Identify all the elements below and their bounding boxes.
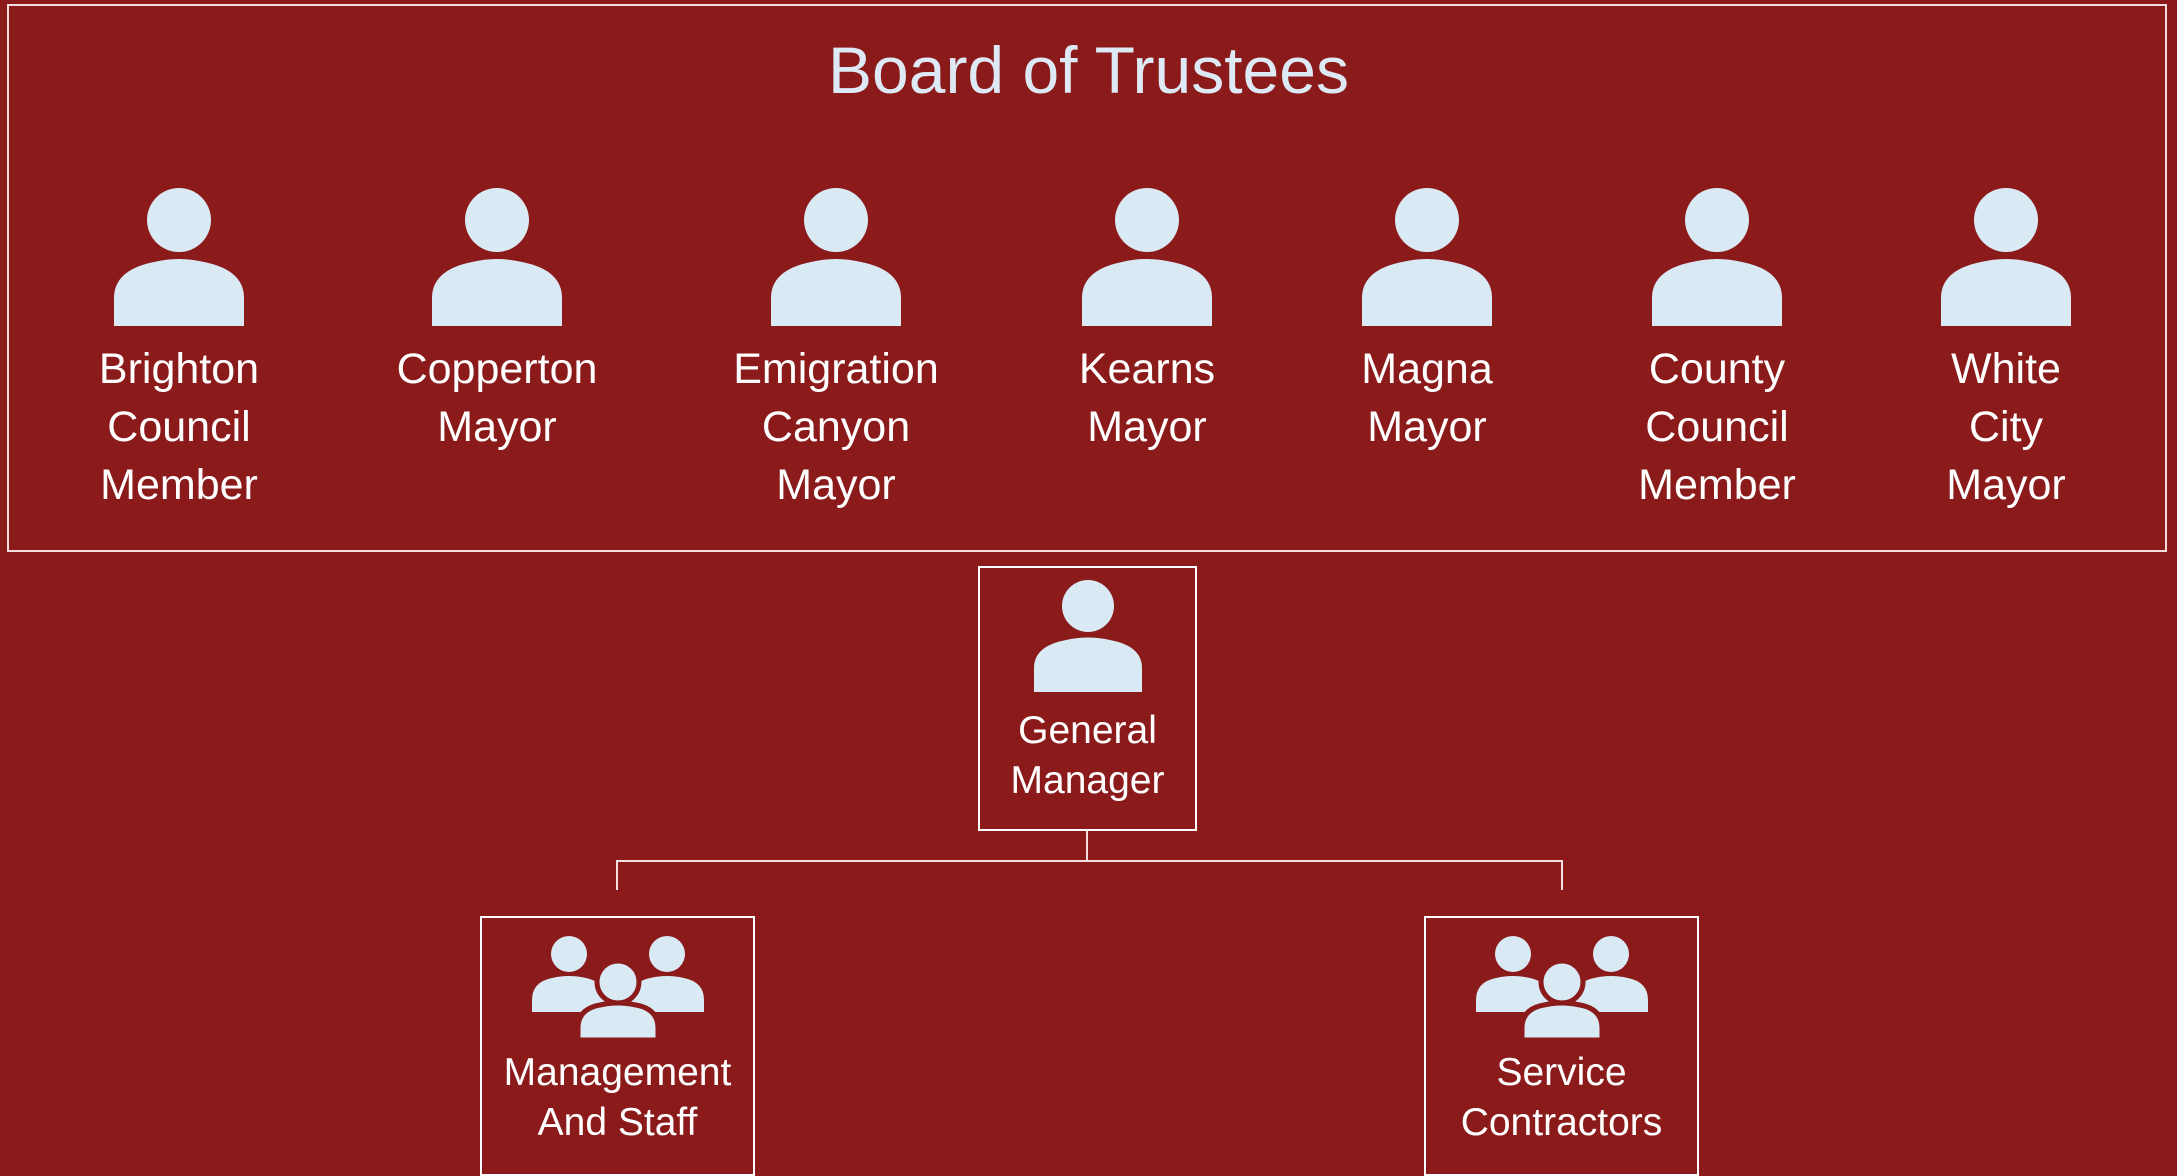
trustee-kearns-mayor: Kearns Mayor (1027, 188, 1267, 456)
trustee-white-city-mayor: White City Mayor (1886, 188, 2126, 514)
connector-horizontal (616, 860, 1563, 862)
trustee-county-council-member: County Council Member (1597, 188, 1837, 514)
management-and-staff-box: Management And Staff (480, 916, 755, 1176)
person-icon (1082, 188, 1212, 326)
service-contractors-label: Service Contractors (1460, 1051, 1663, 1144)
group-icon (531, 936, 704, 1040)
management-and-staff-label: Management And Staff (503, 1051, 732, 1144)
trustee-label: White City Mayor (1946, 345, 2066, 509)
person-icon (1652, 188, 1782, 326)
trustee-copperton-mayor: Copperton Mayor (377, 188, 617, 456)
service-contractors-box: Service Contractors (1424, 916, 1699, 1176)
connector-vertical-gm (1086, 831, 1088, 861)
trustee-emigration-canyon-mayor: Emigration Canyon Mayor (716, 188, 956, 514)
trustee-label: Magna Mayor (1361, 345, 1493, 451)
trustee-label: County Council Member (1638, 345, 1796, 509)
connector-vertical-contractors (1561, 860, 1563, 890)
trustee-magna-mayor: Magna Mayor (1307, 188, 1547, 456)
person-icon (432, 188, 562, 326)
person-icon (1941, 188, 2071, 326)
general-manager-label: General Manager (1010, 709, 1165, 802)
trustee-label: Kearns Mayor (1078, 345, 1216, 451)
person-icon (771, 188, 901, 326)
trustee-brighton-council-member: Brighton Council Member (59, 188, 299, 514)
general-manager-box: General Manager (978, 566, 1197, 831)
person-icon (114, 188, 244, 326)
board-title: Board of Trustees (828, 33, 1349, 107)
group-icon (1475, 936, 1648, 1040)
connector-vertical-management (616, 860, 618, 890)
person-icon (1033, 580, 1142, 692)
board-of-trustees-frame (7, 4, 2167, 552)
trustee-label: Emigration Canyon Mayor (733, 345, 939, 509)
trustee-label: Brighton Council Member (98, 345, 260, 509)
trustee-label: Copperton Mayor (396, 345, 598, 451)
person-icon (1362, 188, 1492, 326)
